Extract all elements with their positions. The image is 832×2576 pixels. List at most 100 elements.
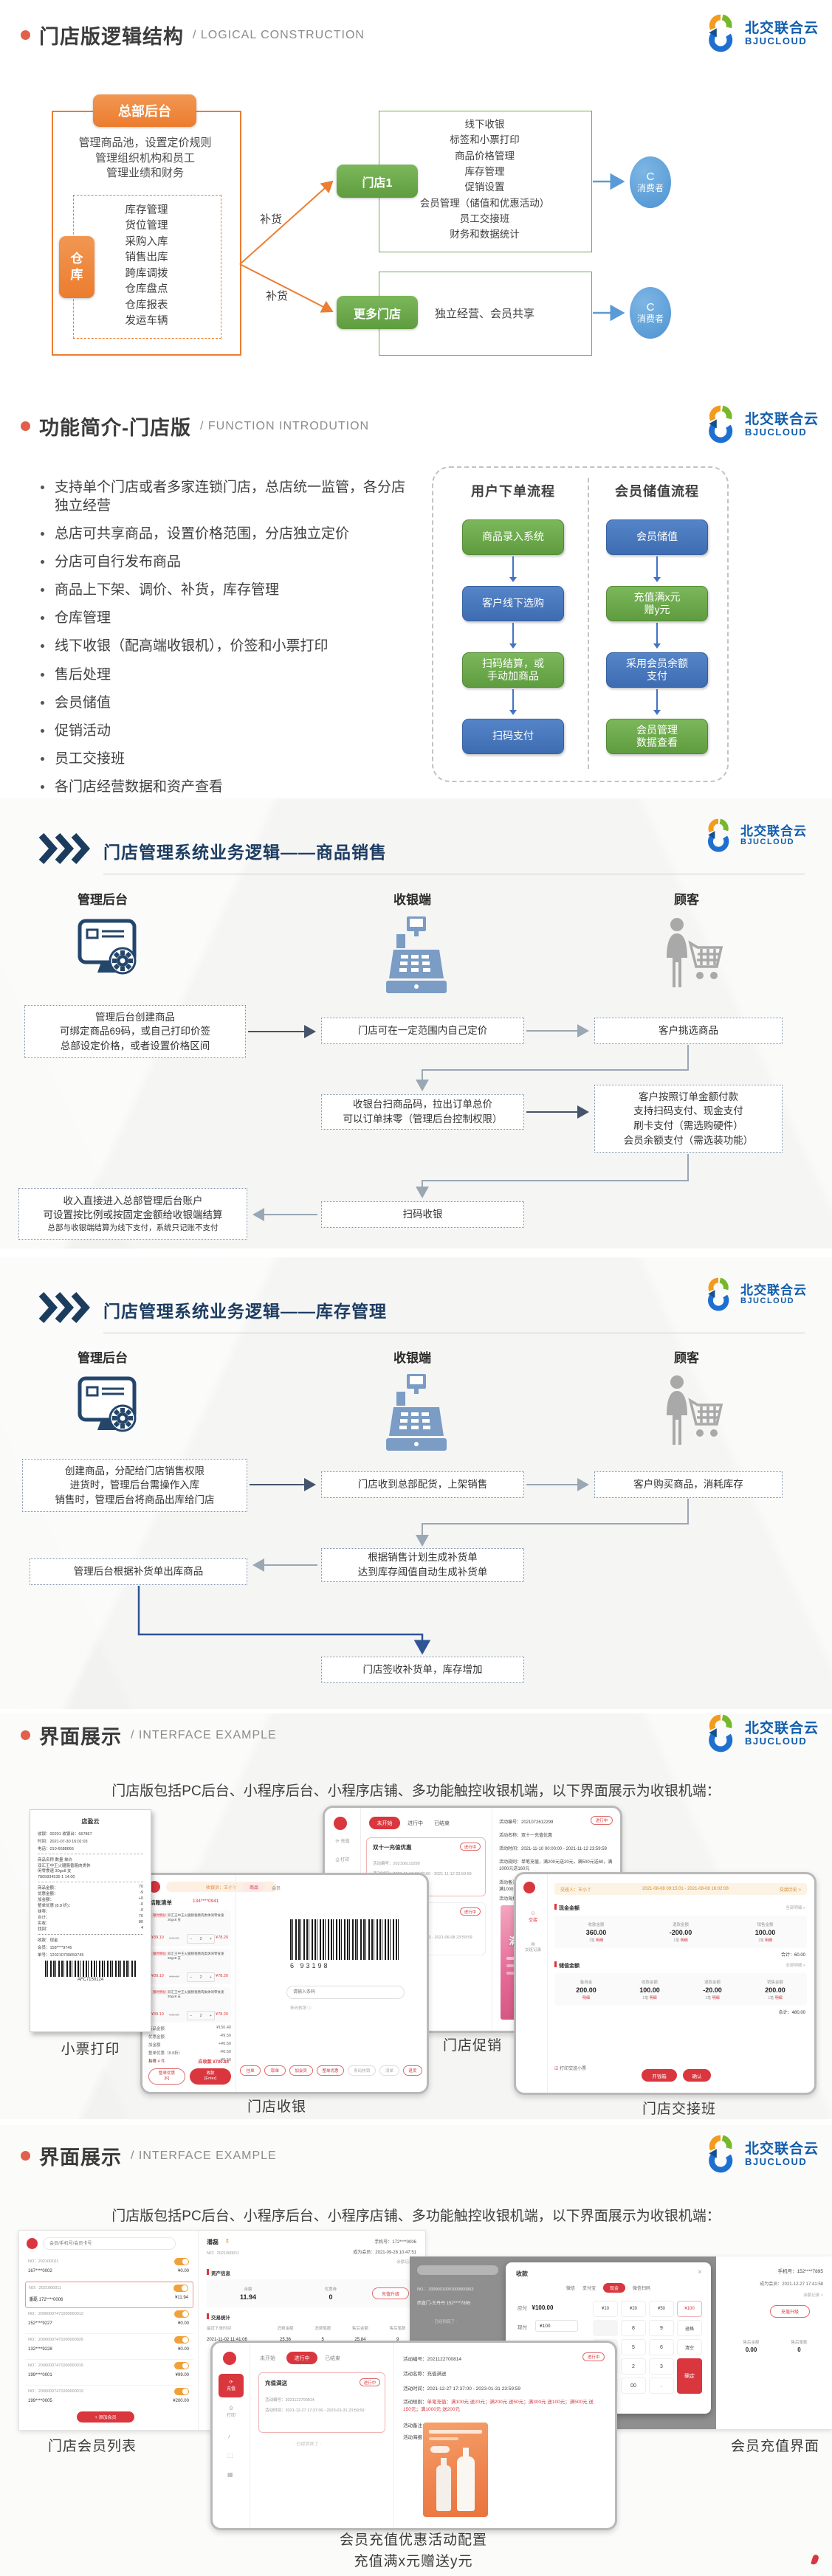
- tab-member[interactable]: 会员: [272, 1887, 281, 1891]
- recharge-upgrade-button[interactable]: 充值升级: [372, 2287, 409, 2299]
- void-order-button[interactable]: 消单: [379, 2065, 399, 2076]
- member-row[interactable]: NO：202100101 167****0002¥0.00: [25, 2256, 193, 2282]
- retrieve-order-button[interactable]: 取单: [264, 2065, 286, 2076]
- pay-tab-wechat-scan[interactable]: 微信扫码: [633, 2287, 651, 2291]
- promo-detail-no: 活动编号：2021072612299: [499, 1820, 554, 1825]
- numpad-key[interactable]: .: [649, 2378, 674, 2394]
- numpad-key[interactable]: 5: [621, 2339, 646, 2355]
- refund-button[interactable]: 退货: [402, 2065, 423, 2076]
- cash-group-detail-link[interactable]: 全部明细 >: [785, 1906, 805, 1910]
- quick-amount-key[interactable]: ¥100: [677, 2301, 702, 2317]
- quick-amount-key[interactable]: ¥50: [649, 2301, 674, 2317]
- code-writeoff-button[interactable]: 条码核销: [348, 2065, 377, 2076]
- section6-subtitle: / INTERFACE EXAMPLE: [131, 2149, 277, 2162]
- member-toggle[interactable]: [173, 2285, 188, 2292]
- column-customer: 顾客: [674, 893, 699, 907]
- member-row[interactable]: NO：20000007471000000016 199****0001¥99.0…: [25, 2360, 193, 2386]
- open-cashbox-button[interactable]: 开钱箱: [642, 2069, 677, 2082]
- member-toggle[interactable]: [174, 2388, 189, 2395]
- config-detail-poster-label: 活动海报：: [403, 2435, 427, 2440]
- sidebar-recharge-icon[interactable]: ⟳ 充值: [335, 1840, 350, 1844]
- config-tab-notstarted[interactable]: 未开始: [260, 2356, 275, 2361]
- numpad-key[interactable]: 6: [649, 2339, 674, 2355]
- order-discount-button[interactable]: 整单优惠: [316, 2065, 345, 2076]
- receipt-store-name: 店盈云: [81, 1818, 100, 1825]
- numpad-key[interactable]: 8: [621, 2320, 646, 2336]
- sidebar-recharge-active[interactable]: ⟳充值: [219, 2374, 244, 2397]
- bullet-dot-icon: [21, 30, 30, 40]
- asset-section-title: 资产信息: [207, 2269, 230, 2276]
- member-row[interactable]: NO：20000007471000000026 132****9228¥0.00: [25, 2334, 193, 2360]
- bullet-item: 线下收银（配高端收银机），价签和小票打印: [55, 638, 329, 655]
- balance-records-link[interactable]: 余额记录 >: [803, 2293, 823, 2298]
- member-row-selected[interactable]: NO：2021000011 潘磊 172****0006¥11.94: [25, 2282, 193, 2308]
- quick-amount-key[interactable]: ¥10: [593, 2301, 618, 2317]
- member-toggle[interactable]: [174, 2336, 189, 2344]
- backspace-key[interactable]: 退格: [677, 2320, 702, 2336]
- config-detail-name: 活动名称：充值满送: [403, 2372, 447, 2377]
- member-row[interactable]: NO：20000007471000000019 199****0005¥200.…: [28, 2388, 189, 2403]
- config-promo-card[interactable]: 充值满送 进行中 活动编号：2021122700814 活动时间：2021-12…: [258, 2372, 385, 2433]
- collect-payment-button[interactable]: 收款 [Enter]: [190, 2068, 231, 2085]
- paid-input[interactable]: [535, 2320, 578, 2332]
- whole-order-discount-button[interactable]: 整单优惠 [K]: [148, 2068, 185, 2085]
- brand-logo: 北交联合云 BJUCLOUD: [701, 404, 819, 446]
- member-toggle[interactable]: [174, 2310, 189, 2318]
- sidebar-print-icon[interactable]: ⎙ 打印: [335, 1858, 350, 1862]
- config-tab-running[interactable]: 进行中: [286, 2352, 317, 2364]
- barcode-input[interactable]: [286, 1986, 405, 1999]
- arrow-down-icon: [653, 555, 661, 586]
- member-detail-phone: 手机号：172****0006: [374, 2240, 416, 2245]
- balance-records-link[interactable]: 余额记录 >: [396, 2260, 416, 2265]
- close-icon[interactable]: ×: [698, 2268, 702, 2276]
- pay-tab-wechat[interactable]: 微信: [565, 2287, 575, 2291]
- admin-computer-icon: [78, 1376, 137, 1432]
- promo-tab-running[interactable]: 进行中: [408, 1821, 423, 1826]
- sidebar-misc-icon[interactable]: ⬚: [227, 2452, 233, 2459]
- member-search-input[interactable]: [43, 2237, 176, 2250]
- recharge-upgrade-button[interactable]: 充值升级: [770, 2305, 810, 2318]
- quantity-stepper[interactable]: −2+: [187, 1972, 215, 1982]
- clear-key[interactable]: 清空: [677, 2339, 702, 2355]
- pay-tab-cash[interactable]: 现金: [603, 2283, 625, 2293]
- print-handover-checkbox[interactable]: ☑ 打印交班小票: [554, 2067, 587, 2071]
- add-member-button[interactable]: 加会员: [289, 2065, 313, 2076]
- numpad-key[interactable]: 3: [649, 2358, 674, 2375]
- handover-history-link[interactable]: 交接历史 >: [779, 1888, 801, 1893]
- member-toggle[interactable]: [174, 2258, 189, 2265]
- stored-group-detail-link[interactable]: 全部明细 >: [785, 1964, 805, 1968]
- member-row[interactable]: NO：20000007471000000012 152****9227¥0.00: [25, 2308, 193, 2334]
- numpad-key[interactable]: 00: [621, 2378, 646, 2394]
- flow-box-create-assign: 创建商品，分配给门店销售权限 进货时，管理后台需操作入库 销售时，管理后台将商品…: [22, 1459, 247, 1512]
- confirm-button[interactable]: 确认: [683, 2069, 711, 2082]
- sidebar-print-item[interactable]: ⎙打印: [226, 2406, 235, 2418]
- member-toggle[interactable]: [174, 2362, 189, 2369]
- flow-box-scan-total: 收银台扫商品码，拉出订单总价 可以订单抹零（管理后台控制权限）: [321, 1094, 524, 1130]
- config-tab-ended[interactable]: 已结束: [325, 2356, 340, 2361]
- quick-amount-key[interactable]: ¥20: [621, 2301, 646, 2317]
- sidebar-handover-item[interactable]: ⚇交接: [528, 1912, 537, 1923]
- quantity-stepper[interactable]: −2+: [187, 2011, 215, 2020]
- hold-order-button[interactable]: 挂单: [240, 2065, 261, 2076]
- promo-detail-name: 活动名称：双十一充值优惠: [499, 1834, 553, 1838]
- numpad-key[interactable]: 9: [649, 2320, 674, 2336]
- amount-due: 应收款 ¥700.84: [198, 2060, 229, 2065]
- numpad-key[interactable]: 2: [621, 2358, 646, 2375]
- column-customer: 顾客: [674, 1351, 699, 1365]
- checkout-list-title: 结账清单: [150, 1899, 172, 1906]
- confirm-key[interactable]: 确定: [677, 2358, 702, 2394]
- sidebar-misc-icon[interactable]: ♪: [227, 2433, 230, 2439]
- promo-tab-ended[interactable]: 已结束: [434, 1821, 450, 1826]
- quantity-stepper[interactable]: −2+: [187, 1934, 215, 1944]
- sidebar-misc-icon[interactable]: ▦: [227, 2471, 233, 2478]
- pay-tab-alipay[interactable]: 支付宝: [582, 2287, 596, 2291]
- promo-tab-notstarted[interactable]: 未开始: [369, 1817, 400, 1829]
- tab-goods[interactable]: 商品: [243, 1882, 265, 1892]
- sidebar-handover-log-item[interactable]: ▤交班记录: [524, 1942, 541, 1952]
- hq-description: 管理商品池，设置定价规则 管理组织机构和员工 管理业绩和财务: [78, 137, 212, 180]
- flow-box-outbound: 管理后台根据补货单出库商品: [30, 1558, 247, 1585]
- handover-screenshot: ⚇交接 ▤交班记录 交班人：王小丫 2021-08-08 09:15:01 - …: [514, 1872, 816, 2095]
- add-member-button[interactable]: + 添加会员: [77, 2411, 134, 2423]
- recharge-member-phone: 手机号：152****7895: [777, 2269, 823, 2274]
